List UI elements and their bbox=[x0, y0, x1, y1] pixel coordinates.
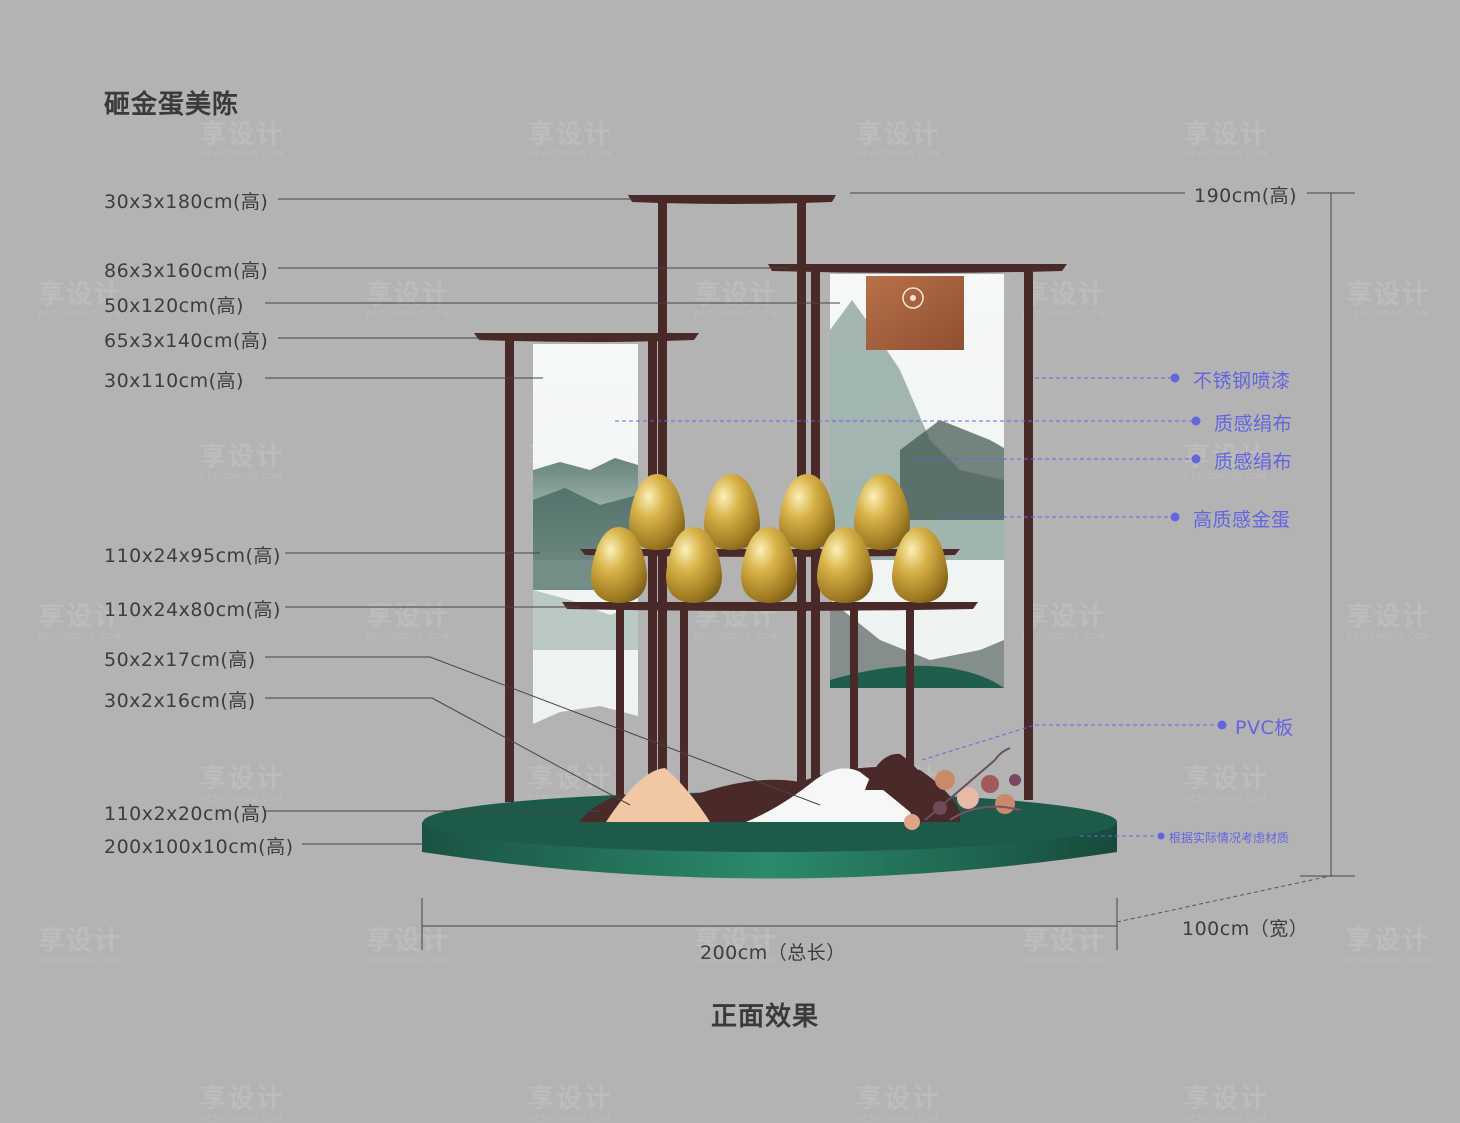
dim-label-left-frame: 65x3x140cm(高) bbox=[104, 330, 269, 352]
view-caption: 正面效果 bbox=[711, 1002, 820, 1032]
logo-icon bbox=[902, 287, 924, 309]
dimension-leaders bbox=[265, 192, 1355, 950]
dim-label-rock-base: 110x2x20cm(高) bbox=[104, 803, 269, 825]
golden-egg bbox=[629, 474, 685, 550]
dim-label-peach-rock: 30x2x16cm(高) bbox=[104, 690, 256, 712]
material-label-steel: 不锈钢喷漆 bbox=[1193, 370, 1291, 392]
golden-egg bbox=[741, 527, 797, 603]
display-base bbox=[422, 753, 1117, 879]
overall-length-label: 200cm（总长） bbox=[700, 942, 846, 964]
flower-bouquet bbox=[904, 747, 1021, 830]
page-title: 砸金蛋美陈 bbox=[104, 90, 240, 120]
golden-eggs bbox=[591, 474, 948, 603]
golden-egg bbox=[591, 527, 647, 603]
width-leader bbox=[1116, 875, 1331, 923]
dim-label-platform: 200x100x10cm(高) bbox=[104, 836, 294, 858]
dim-label-right-panel: 50x120cm(高) bbox=[104, 295, 244, 317]
brand-logo-panel bbox=[866, 276, 964, 350]
golden-egg bbox=[892, 527, 948, 603]
overall-height-label: 190cm(高) bbox=[1194, 185, 1298, 207]
material-leaders bbox=[615, 377, 1217, 837]
golden-egg bbox=[817, 527, 873, 603]
golden-egg bbox=[779, 474, 835, 550]
material-label-silk-1: 质感绢布 bbox=[1214, 413, 1293, 435]
material-dots bbox=[1157, 373, 1227, 840]
dim-label-lower-shelf: 110x24x80cm(高) bbox=[104, 599, 281, 621]
material-label-note: 根据实际情况考虑材质 bbox=[1169, 831, 1290, 845]
material-label-silk-2: 质感绢布 bbox=[1214, 451, 1293, 473]
dim-label-white-rock: 50x2x17cm(高) bbox=[104, 649, 256, 671]
dim-label-right-frame: 86x3x160cm(高) bbox=[104, 260, 269, 282]
golden-egg bbox=[704, 474, 760, 550]
overall-width-label: 100cm（宽） bbox=[1182, 918, 1309, 940]
dim-label-upper-shelf: 110x24x95cm(高) bbox=[104, 545, 281, 567]
golden-egg bbox=[854, 474, 910, 550]
material-label-golden-egg: 高质感金蛋 bbox=[1193, 509, 1291, 531]
golden-egg bbox=[666, 527, 722, 603]
dim-label-left-panel: 30x110cm(高) bbox=[104, 370, 244, 392]
dim-label-tall-frame: 30x3x180cm(高) bbox=[104, 191, 269, 213]
material-label-pvc: PVC板 bbox=[1235, 717, 1294, 739]
